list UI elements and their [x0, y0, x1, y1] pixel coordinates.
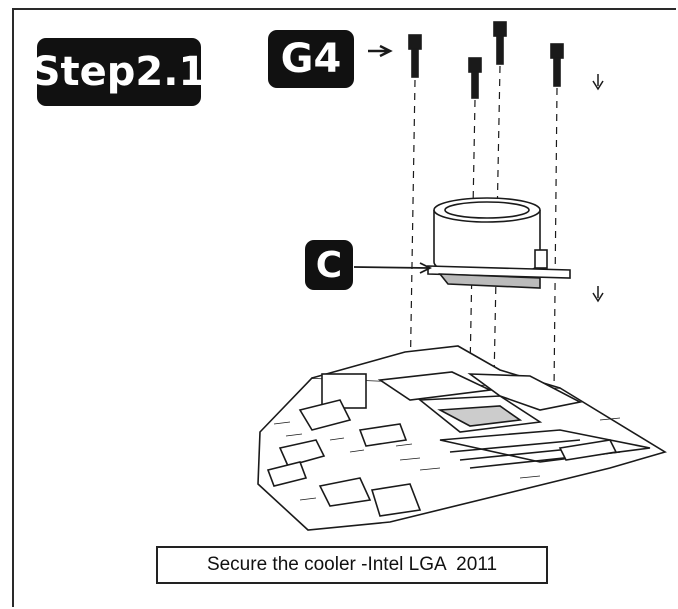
- cooler-part-label: C: [305, 240, 353, 290]
- screw-icon: [408, 34, 422, 78]
- screw-icon: [550, 43, 564, 87]
- screw-icon: [468, 57, 482, 99]
- pointer-arrow-icon: [368, 44, 393, 58]
- down-arrow-icon: [592, 286, 604, 303]
- screws-part-label: G4: [268, 30, 354, 88]
- motherboard-icon: [257, 345, 667, 531]
- step-label: Step2.1: [32, 38, 206, 106]
- caption-box: Secure the cooler -Intel LGA 2011: [156, 546, 548, 584]
- screw-icon: [493, 21, 507, 65]
- cooler-pump-icon: [427, 197, 571, 289]
- figure-frame: [12, 8, 676, 607]
- cooler-pointer-line: [353, 262, 433, 274]
- down-arrow-icon: [592, 74, 604, 91]
- caption-text: Secure the cooler -Intel LGA 2011: [206, 554, 498, 575]
